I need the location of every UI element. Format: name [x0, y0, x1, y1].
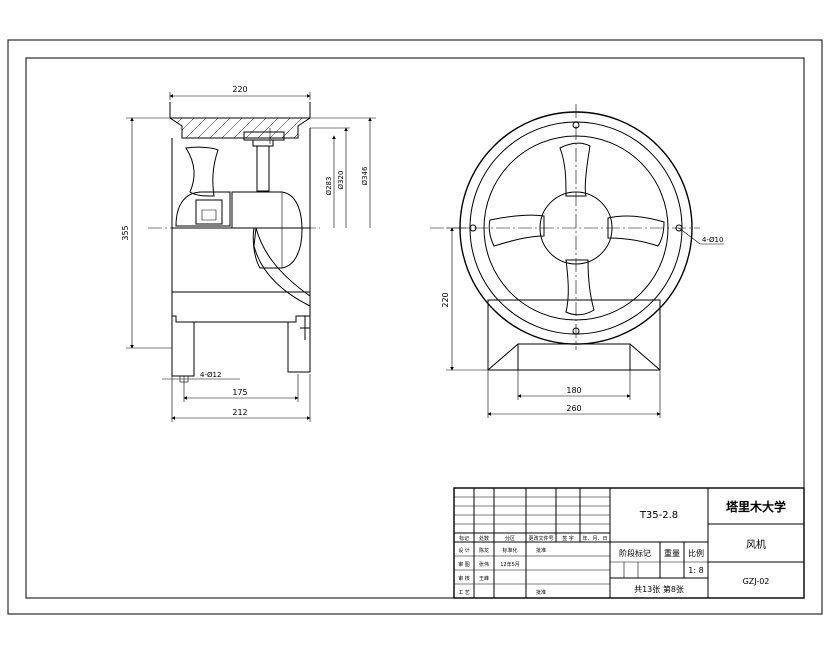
row-label-process: 工 艺: [458, 590, 470, 596]
front-view: 4-Ø10 220 180 260: [430, 104, 724, 418]
drawing-code: GZJ-02: [743, 577, 770, 586]
dim-dia-inner: Ø283: [325, 177, 333, 196]
header-label-mark: 标记: [459, 535, 469, 542]
dim-front-base-outer: 260: [566, 404, 581, 413]
row-name-design: 陈龙: [479, 547, 489, 554]
side-view: 220 355 Ø283 Ø320 Ø346 4-Ø12 175 212: [121, 85, 376, 422]
dim-front-height: 220: [441, 292, 450, 307]
dim-foot-holes: 4-Ø12: [200, 371, 221, 379]
dim-dia-outer: Ø346: [361, 166, 369, 185]
title-block: 标记 处数 分区 更改文件号 签 字 年、月、日 设 计 陈龙 标准化 批准 审…: [453, 487, 805, 599]
row-label-draw: 审 图: [458, 561, 470, 568]
header-label-date: 年、月、日: [582, 535, 607, 542]
scale-label: 比例: [688, 548, 704, 558]
part-name: 风机: [746, 538, 766, 551]
dim-side-height: 355: [121, 225, 130, 240]
dim-side-width: 220: [232, 85, 247, 94]
row-col3-design: 标准化: [502, 547, 517, 554]
outer-frame: [7, 39, 823, 615]
dim-flange-holes: 4-Ø10: [702, 236, 723, 244]
dim-front-base-inner: 180: [566, 386, 581, 395]
dim-base-inner: 175: [232, 388, 247, 397]
drawing-number-code: T35-2.8: [639, 510, 678, 521]
row-name-draw: 张伟: [479, 561, 489, 568]
header-label-count: 处数: [479, 535, 489, 542]
dim-dia-mid: Ø320: [337, 171, 345, 190]
inner-frame: [25, 57, 805, 599]
weight-label: 重量: [664, 548, 680, 558]
stage-mark-label: 阶段标记: [619, 548, 651, 558]
row-col4-design: 批准: [536, 547, 546, 554]
row-label-design: 设 计: [458, 547, 470, 554]
row-col4-process: 批准: [536, 589, 546, 596]
scale-value: 1: 8: [688, 566, 703, 575]
row-label-check: 审 核: [458, 575, 470, 582]
school-name: 塔里木大学: [726, 499, 786, 514]
dim-base-outer: 212: [232, 408, 247, 417]
header-label-zone: 分区: [505, 535, 515, 542]
sheet-info: 共13张 第8张: [634, 584, 684, 594]
header-label-sign: 签 字: [562, 535, 574, 542]
row-col3-draw: 12年5月: [500, 561, 520, 568]
row-name-check: 王峰: [479, 575, 489, 582]
header-label-change-doc: 更改文件号: [528, 535, 553, 542]
